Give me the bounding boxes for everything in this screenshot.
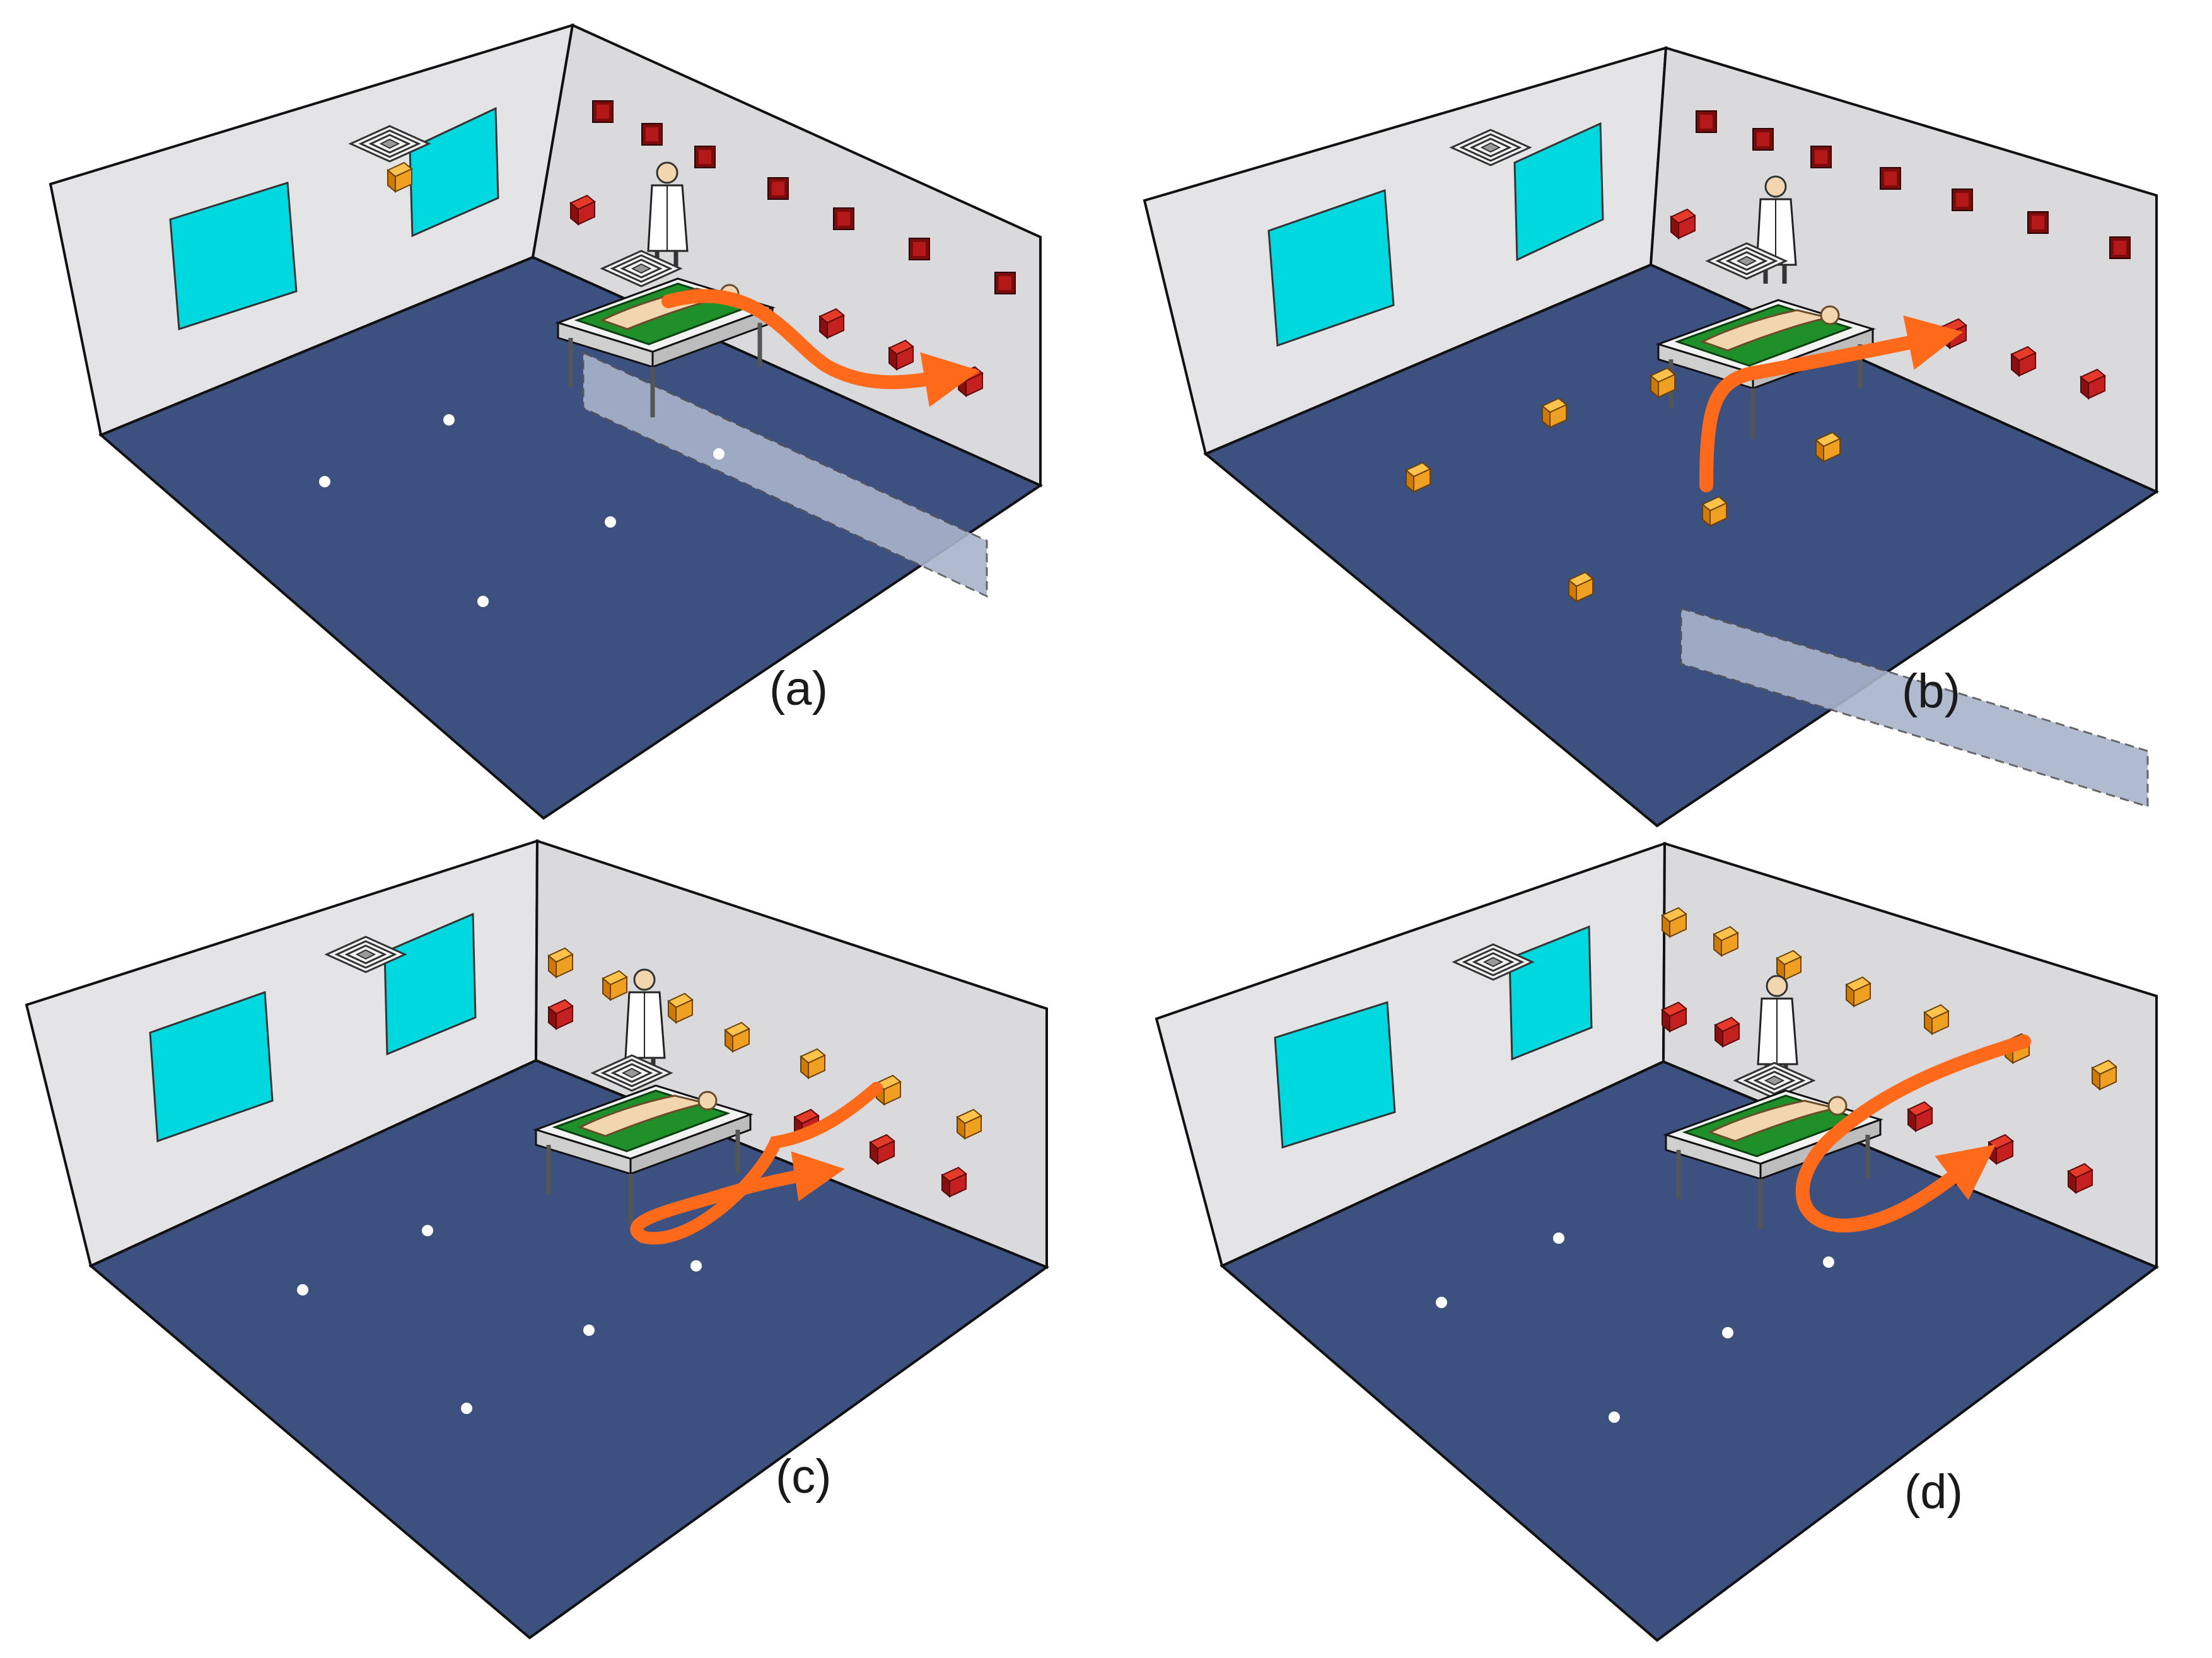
- panel-label-c: (c): [776, 1450, 832, 1504]
- airflow-arrow: [1699, 315, 1964, 492]
- airflow-arrow: [1795, 1035, 2031, 1233]
- exhaust-grille-icon: [994, 272, 1016, 294]
- light-icon: [713, 448, 725, 460]
- window-left: [1274, 1000, 1396, 1149]
- light-icon: [422, 1225, 433, 1236]
- hepa-filter-band-upper: [582, 351, 988, 598]
- window-left: [169, 182, 298, 331]
- light-icon: [297, 1284, 308, 1296]
- light-icon: [477, 596, 489, 607]
- panel-b: (b): [1143, 46, 2160, 828]
- panel-c: (c): [25, 839, 1050, 1640]
- exhaust-grille-icon: [2109, 236, 2131, 259]
- window-left: [1267, 188, 1395, 347]
- airflow-arrow: [630, 1082, 883, 1244]
- exhaust-grille-icon: [1952, 188, 1973, 211]
- exhaust-grille-icon: [1880, 167, 1901, 190]
- light-icon: [1553, 1232, 1564, 1244]
- window-left: [149, 990, 274, 1143]
- exhaust-grille-icon: [1696, 110, 1717, 133]
- exhaust-grille-icon: [592, 100, 614, 123]
- exhaust-grille-icon: [767, 177, 789, 200]
- panel-d: (d): [1155, 842, 2160, 1642]
- exhaust-grille-icon: [909, 238, 930, 260]
- exhaust-grille-icon: [2027, 211, 2049, 234]
- exhaust-grille-icon: [641, 123, 663, 146]
- light-icon: [461, 1403, 472, 1414]
- airflow-arrow: [661, 289, 980, 407]
- light-icon: [1436, 1297, 1447, 1308]
- exhaust-grille-icon: [833, 207, 854, 230]
- window-right: [409, 107, 499, 238]
- window-right: [383, 912, 477, 1056]
- light-icon: [605, 516, 616, 528]
- light-icon: [1823, 1256, 1834, 1268]
- right-wall: [1649, 46, 2158, 494]
- light-icon: [443, 414, 455, 426]
- window-right: [1508, 925, 1593, 1061]
- panel-label-d: (d): [1904, 1465, 1963, 1519]
- hepa-filter-band-upper: [1680, 607, 2149, 808]
- window-right: [1513, 122, 1604, 262]
- light-icon: [1722, 1327, 1733, 1338]
- exhaust-grille-icon: [1810, 146, 1832, 168]
- panel-a: (a): [49, 23, 1044, 820]
- panel-label-a: (a): [769, 662, 828, 716]
- light-icon: [1609, 1412, 1620, 1423]
- panel-label-b: (b): [1902, 664, 1960, 718]
- light-icon: [319, 476, 330, 487]
- light-icon: [690, 1260, 702, 1272]
- right-wall: [534, 839, 1048, 1269]
- exhaust-grille-icon: [1752, 128, 1774, 151]
- exhaust-grille-icon: [694, 146, 716, 168]
- light-icon: [583, 1325, 595, 1336]
- right-wall: [1662, 842, 2158, 1270]
